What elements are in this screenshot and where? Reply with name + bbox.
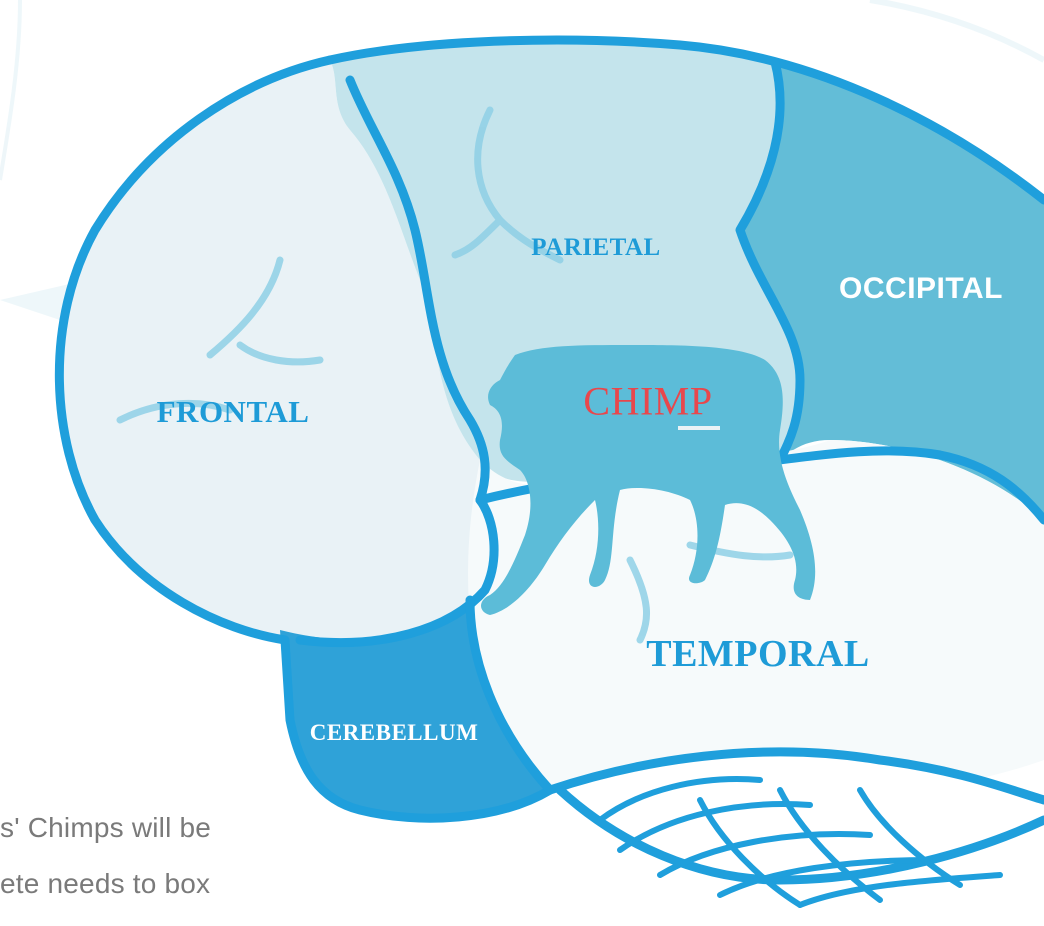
label-temporal: TEMPORAL bbox=[646, 632, 870, 676]
caption-line-2: ete needs to box bbox=[0, 868, 210, 900]
caption-line-1: s' Chimps will be bbox=[0, 812, 211, 844]
label-cerebellum: CEREBELLUM bbox=[310, 720, 479, 746]
label-frontal: FRONTAL bbox=[157, 394, 310, 430]
label-parietal: PARIETAL bbox=[531, 234, 660, 262]
label-chimp: CHIMP bbox=[583, 378, 712, 425]
label-occipital: OCCIPITAL bbox=[839, 272, 1003, 306]
